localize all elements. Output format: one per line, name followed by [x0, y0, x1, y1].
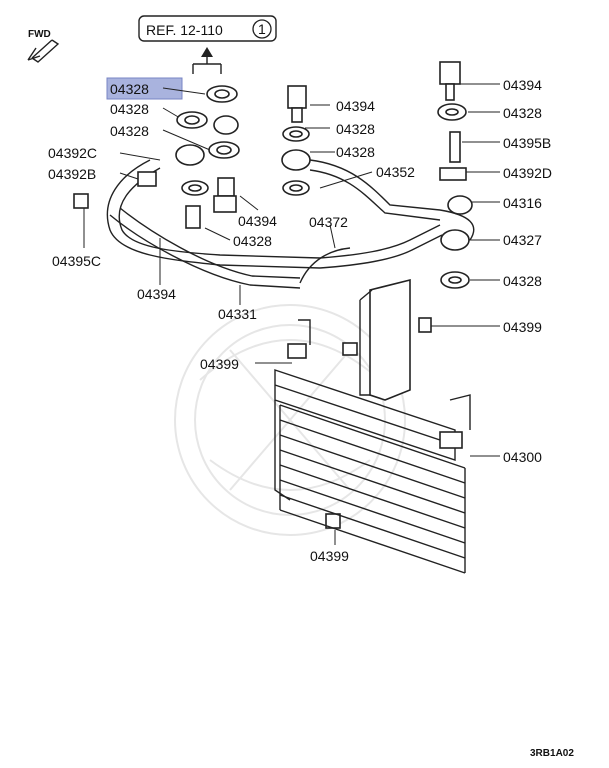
ref-callout: REF. 12-110 1: [138, 15, 277, 74]
part-label: 04300: [503, 449, 542, 465]
part-label: 04395B: [503, 135, 551, 151]
part-label: REF. 12-110: [146, 22, 223, 38]
washers: [176, 85, 470, 289]
bracket: [359, 278, 411, 401]
leader-lines: [83, 83, 500, 545]
part-label: 04327: [503, 232, 542, 248]
part-label: 04399: [200, 356, 239, 372]
highlight-box: [106, 77, 183, 100]
part-label: 04392B: [48, 166, 96, 182]
part-label: 04331: [218, 306, 257, 322]
svg-text:FWD: FWD: [28, 29, 51, 40]
diagram-code: 3RB1A02: [530, 748, 574, 759]
part-label: 04316: [503, 195, 542, 211]
part-label: 04394: [238, 213, 277, 229]
fwd-arrow-icon: FWD: [27, 29, 60, 63]
part-label: 04328: [233, 233, 272, 249]
part-label: 04399: [503, 319, 542, 335]
part-label: 04328: [336, 121, 375, 137]
oil-cooler: [274, 319, 471, 574]
watermark: [174, 304, 406, 536]
part-label: 04394: [336, 98, 375, 114]
part-label: 04328: [336, 144, 375, 160]
part-label: 04328: [503, 273, 542, 289]
hoses: [106, 159, 475, 289]
bolts: [73, 61, 461, 529]
part-label: 04328: [110, 123, 149, 139]
part-label: 04394: [137, 286, 176, 302]
fittings: [137, 115, 473, 251]
part-label: 04395C: [52, 253, 101, 269]
part-label: 1: [258, 21, 266, 37]
label-04328-highlighted: 04328: [110, 81, 149, 97]
part-label: 04352: [376, 164, 415, 180]
part-label: 04328: [503, 105, 542, 121]
part-label: 04392C: [48, 145, 97, 161]
part-label: 04328: [110, 101, 149, 117]
part-labels: 04328 04328 04328 04392C 04392B 04395C 0…: [48, 77, 552, 564]
part-label: 04372: [309, 214, 348, 230]
part-label: 04392D: [503, 165, 552, 181]
part-label: 04399: [310, 548, 349, 564]
part-label: 04394: [503, 77, 542, 93]
